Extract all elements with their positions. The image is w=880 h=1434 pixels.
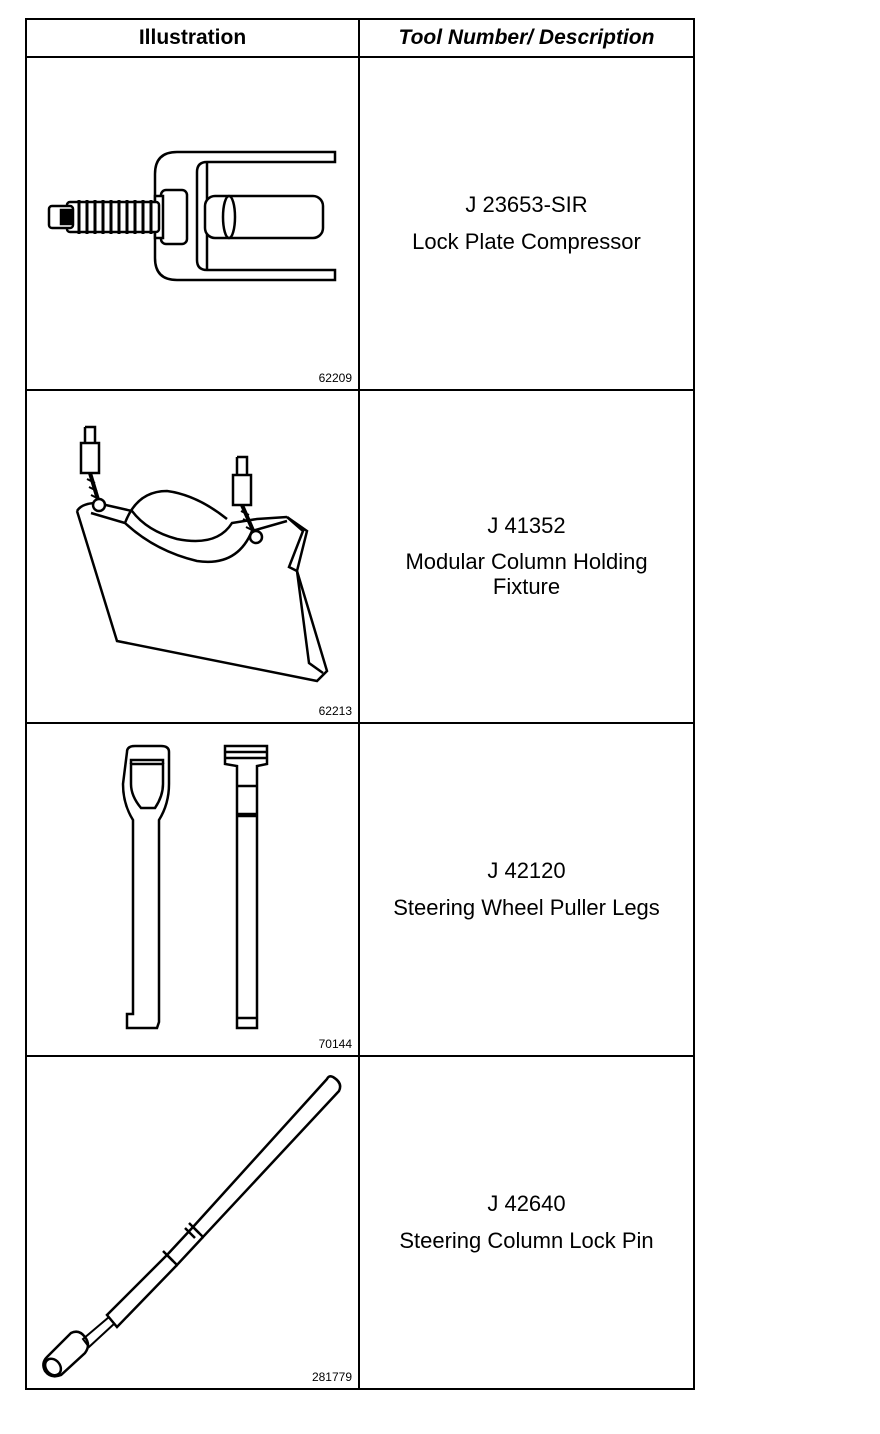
tool-number: J 42640 <box>487 1191 566 1217</box>
tool-number: J 23653-SIR <box>465 192 588 218</box>
tool-description: Lock Plate Compressor <box>412 228 641 254</box>
lock-pin-icon <box>42 1075 342 1378</box>
figure-number: 281779 <box>311 1370 352 1384</box>
description-cell: J 41352 Modular Column Holding Fixture <box>358 389 695 724</box>
illustration-cell: 70144 <box>25 722 360 1057</box>
figure-number: 62209 <box>318 371 352 385</box>
description-column-header: Tool Number/ Description <box>358 18 695 58</box>
illustration-column-header: Illustration <box>25 18 360 58</box>
tool-description: Steering Column Lock Pin <box>399 1227 654 1253</box>
lock-plate-compressor-icon <box>47 150 337 282</box>
table-row: 62209 J 23653-SIR Lock Plate Compressor <box>25 56 695 391</box>
illustration-cell: 62209 <box>25 56 360 391</box>
description-cell: J 23653-SIR Lock Plate Compressor <box>358 56 695 391</box>
figure-number: 70144 <box>318 1037 352 1051</box>
illustration-cell: 62213 <box>25 389 360 724</box>
column-holding-fixture-icon <box>75 425 329 683</box>
illustration-cell: 281779 <box>25 1055 360 1390</box>
table-row: 281779 J 42640 Steering Column Lock Pin <box>25 1055 695 1390</box>
tools-table: Illustration Tool Number/ Description <box>25 18 695 1390</box>
figure-number: 62213 <box>318 704 352 718</box>
puller-legs-icon <box>121 744 269 1030</box>
table-row: 70144 J 42120 Steering Wheel Puller Legs <box>25 722 695 1057</box>
tool-number: J 41352 <box>487 513 566 539</box>
description-cell: J 42640 Steering Column Lock Pin <box>358 1055 695 1390</box>
tool-number: J 42120 <box>487 858 566 884</box>
tool-description: Modular Column Holding Fixture <box>405 549 648 599</box>
table-row: 62213 J 41352 Modular Column Holding Fix… <box>25 389 695 724</box>
description-cell: J 42120 Steering Wheel Puller Legs <box>358 722 695 1057</box>
tool-description: Steering Wheel Puller Legs <box>393 894 660 920</box>
table-header-row: Illustration Tool Number/ Description <box>25 18 695 58</box>
